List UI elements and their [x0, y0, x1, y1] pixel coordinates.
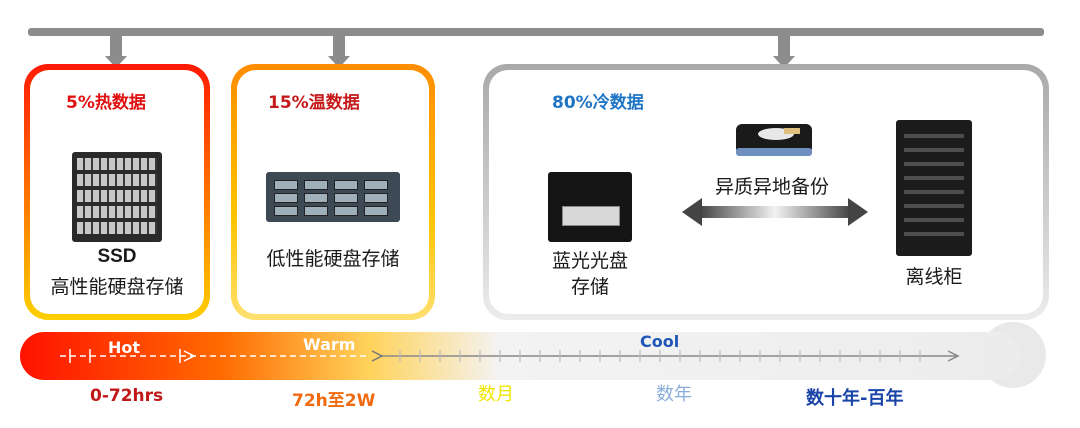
optical-disc-storage-icon [548, 172, 632, 242]
sync-arrow-bar [700, 206, 850, 218]
sync-arrow-left-head [682, 198, 702, 226]
disc-storage-label-line2: 存储 [530, 272, 650, 299]
warm-tier-title: 15%温数据 [268, 88, 360, 113]
zone-hot-label: Hot [108, 338, 140, 357]
cool-drop-arrow [778, 36, 790, 58]
zone-cool-label: Cool [640, 332, 679, 351]
timeline-arrows [60, 345, 970, 367]
span-months: 数月 [478, 380, 514, 406]
sync-arrow-right-head [848, 198, 868, 226]
top-rail [28, 28, 1044, 36]
ssd-rack-icon [72, 152, 162, 242]
offline-cabinet-icon [896, 120, 972, 256]
cabinet-label: 离线柜 [884, 262, 984, 289]
span-years: 数年 [656, 380, 692, 406]
span-decades: 数十年-百年 [806, 384, 903, 410]
zone-warm-label: Warm [303, 335, 355, 354]
span-hot: 0-72hrs [90, 386, 163, 406]
hot-device-label: 高性能硬盘存储 [30, 272, 204, 299]
warm-drop-arrow [333, 36, 345, 58]
hdd-array-icon [266, 172, 400, 222]
disc-cartridge-icon [732, 118, 816, 162]
span-warm: 72h至2W [292, 386, 375, 411]
hot-drop-arrow [110, 36, 122, 58]
disc-storage-label-line1: 蓝光光盘 [530, 246, 650, 273]
cool-tier-title: 80%冷数据 [552, 88, 644, 113]
backup-label: 异质异地备份 [694, 172, 850, 199]
hot-tier-title: 5%热数据 [66, 88, 146, 113]
warm-device-label: 低性能硬盘存储 [240, 244, 426, 271]
ssd-label: SSD [72, 246, 162, 268]
